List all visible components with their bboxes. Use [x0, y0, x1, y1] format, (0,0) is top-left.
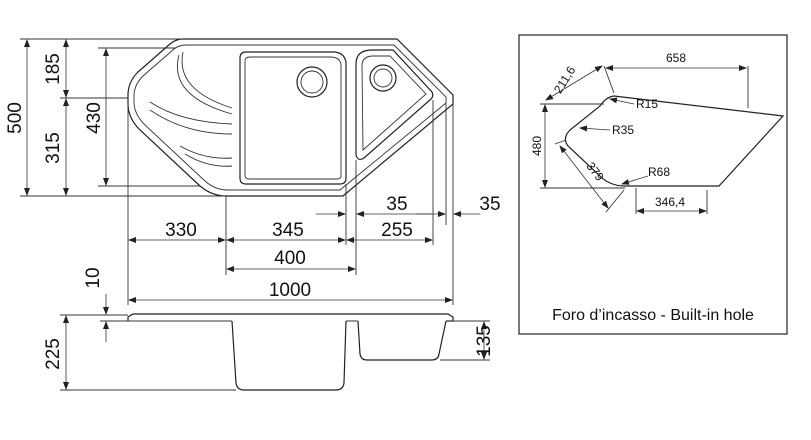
main-drain [296, 66, 328, 98]
dim-135: 135 [474, 325, 495, 357]
cutout-drawing [540, 65, 785, 214]
sink-inner-rim [133, 44, 447, 191]
secondary-bowl-inner [361, 55, 427, 151]
dim-35-right: 35 [479, 194, 500, 215]
section-main-bowl [231, 320, 347, 391]
cutout-outline [564, 95, 785, 187]
section-rim [127, 313, 454, 322]
secondary-drain [369, 64, 397, 92]
cutout-radius-r68: R68 [648, 165, 670, 179]
cutout-radius-r15: R15 [636, 97, 658, 111]
secondary-bowl [355, 49, 434, 161]
dim-35-left: 35 [386, 194, 407, 215]
cutout-dim-480: 480 [530, 136, 544, 156]
dim-1000: 1000 [269, 280, 311, 301]
dim-430: 430 [84, 102, 105, 134]
dim-345: 345 [272, 220, 304, 241]
cutout-dim-658: 658 [666, 51, 686, 65]
plan-vertical-dimensions [20, 38, 226, 197]
cutout-dim-346-4: 346,4 [655, 195, 685, 209]
cutout-dim-211-6: 211,6 [551, 64, 578, 96]
dim-330: 330 [165, 220, 197, 241]
dim-400: 400 [274, 248, 306, 269]
dim-185: 185 [43, 53, 64, 85]
sink-section-view [127, 313, 454, 391]
dim-225: 225 [43, 338, 64, 370]
dim-10: 10 [83, 267, 104, 288]
section-dimensions [60, 294, 490, 391]
main-bowl [239, 51, 347, 185]
cutout-radius-r35: R35 [612, 123, 634, 137]
cutout-caption: Foro d’incasso - Built-in hole [552, 307, 754, 324]
dim-315: 315 [43, 132, 64, 164]
main-bowl-inner [244, 56, 342, 180]
sink-plan-view [127, 38, 454, 197]
cutout-panel-frame [518, 34, 788, 335]
drainer-grooves [149, 51, 233, 167]
section-secondary-bowl [357, 320, 447, 361]
dim-500: 500 [5, 102, 26, 134]
plan-horizontal-dimensions [127, 100, 480, 305]
dim-255: 255 [381, 220, 413, 241]
